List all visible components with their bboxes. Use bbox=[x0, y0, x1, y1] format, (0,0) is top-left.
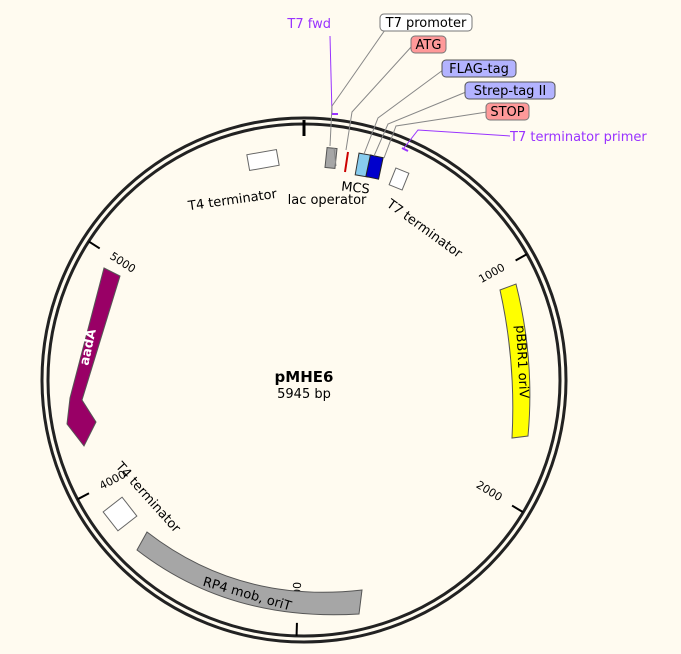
leader-t7-promoter bbox=[329, 29, 386, 147]
tick-mark bbox=[77, 492, 90, 501]
callout-stop-box[interactable] bbox=[485, 102, 530, 121]
tick-marks: 10002000300040005000 bbox=[77, 240, 528, 636]
callout-strep-tag: Strep-tag II bbox=[474, 84, 546, 99]
feature-pbbr1-label: pBBR1 oriV bbox=[512, 325, 531, 399]
callout-t7-promoter: T7 promoter bbox=[385, 16, 467, 31]
callout-flag-tag-box[interactable] bbox=[441, 59, 517, 78]
feature-t4-terminator-left[interactable] bbox=[102, 496, 138, 532]
tick-mark bbox=[515, 253, 528, 262]
feature-rp4[interactable] bbox=[136, 531, 363, 616]
callout-atg: ATG bbox=[416, 38, 442, 53]
callout-flag-tag: FLAG-tag bbox=[449, 62, 509, 77]
tick-mark bbox=[511, 504, 524, 514]
primer-t7-term-mark bbox=[401, 147, 409, 152]
plasmid-size: 5945 bp bbox=[277, 387, 331, 402]
leader-atg bbox=[345, 45, 413, 151]
feature-t4-terminator-top-label: T4 terminator bbox=[186, 187, 278, 215]
feature-t7-terminator[interactable] bbox=[388, 167, 410, 191]
leader-t7-fwd bbox=[329, 35, 333, 115]
leader-stop bbox=[383, 111, 488, 159]
callout-stop: STOP bbox=[490, 105, 524, 120]
leader-flag-tag bbox=[363, 69, 444, 155]
leader-strep-tag bbox=[373, 91, 467, 157]
leader-t7-term-primer bbox=[403, 129, 511, 149]
feature-lac-operator-label: lac operator bbox=[288, 193, 367, 208]
tick-mark bbox=[88, 240, 101, 250]
callout-atg-box[interactable] bbox=[410, 35, 447, 54]
tick-label: 1000 bbox=[476, 261, 507, 286]
backbone-outer-ring bbox=[40, 116, 568, 644]
callout-t7-promoter-box[interactable] bbox=[379, 13, 473, 32]
feature-t7-terminator-label: T7 terminator bbox=[383, 196, 466, 262]
feature-strep-tag[interactable] bbox=[365, 154, 384, 180]
feature-t4-terminator-top[interactable] bbox=[246, 148, 280, 172]
feature-atg-marker bbox=[344, 151, 349, 173]
feature-small-marker bbox=[333, 147, 337, 167]
feature-aadA[interactable] bbox=[66, 267, 121, 447]
feature-lac-operator[interactable] bbox=[324, 146, 338, 170]
tick-label: 2000 bbox=[474, 478, 505, 504]
callout-t7-fwd[interactable]: T7 fwd bbox=[286, 17, 331, 32]
feature-pbbr1[interactable] bbox=[499, 283, 531, 439]
plasmid-name: pMHE6 bbox=[275, 368, 334, 386]
callout-t7-terminator-primer[interactable]: T7 terminator primer bbox=[509, 130, 647, 145]
callout-strep-tag-box[interactable] bbox=[464, 81, 556, 100]
feature-mcs-label: MCS bbox=[340, 180, 370, 198]
